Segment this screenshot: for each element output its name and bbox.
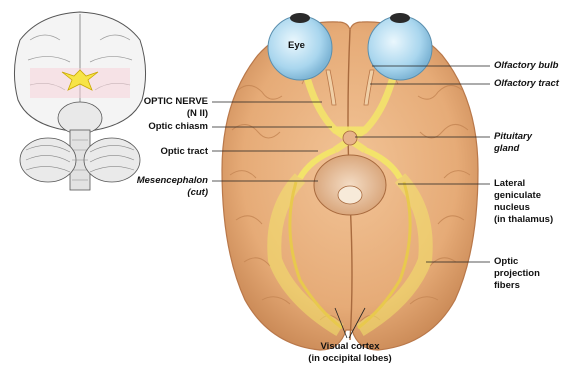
optic-chiasm-label: Optic chiasm [108,121,208,132]
olfactory-tract-label: Olfactory tract [494,78,559,89]
optic-projection-label: Optic [494,256,518,267]
olfactory-bulb-label: Olfactory bulb [494,60,558,71]
optic-projection-label-3: fibers [494,280,520,291]
optic-tract-label: Optic tract [108,146,208,157]
lateral-geniculate-label-2: geniculate [494,190,541,201]
eye-label: Eye [288,40,305,51]
pituitary-label: Pituitary [494,131,532,142]
mesencephalon-note: (cut) [108,187,208,198]
optic-nerve-label: OPTIC NERVE [108,96,208,107]
mesencephalon-label: Mesencephalon [108,175,208,186]
lateral-geniculate-label: Lateral [494,178,525,189]
lateral-geniculate-label-3: nucleus [494,202,530,213]
visual-cortex-label: Visual cortex [280,341,420,352]
optic-nerve-num-label: (N II) [108,108,208,119]
visual-cortex-label-2: (in occipital lobes) [280,353,420,364]
lateral-geniculate-label-4: (in thalamus) [494,214,553,225]
optic-projection-label-2: projection [494,268,540,279]
pituitary-label-2: gland [494,143,519,154]
